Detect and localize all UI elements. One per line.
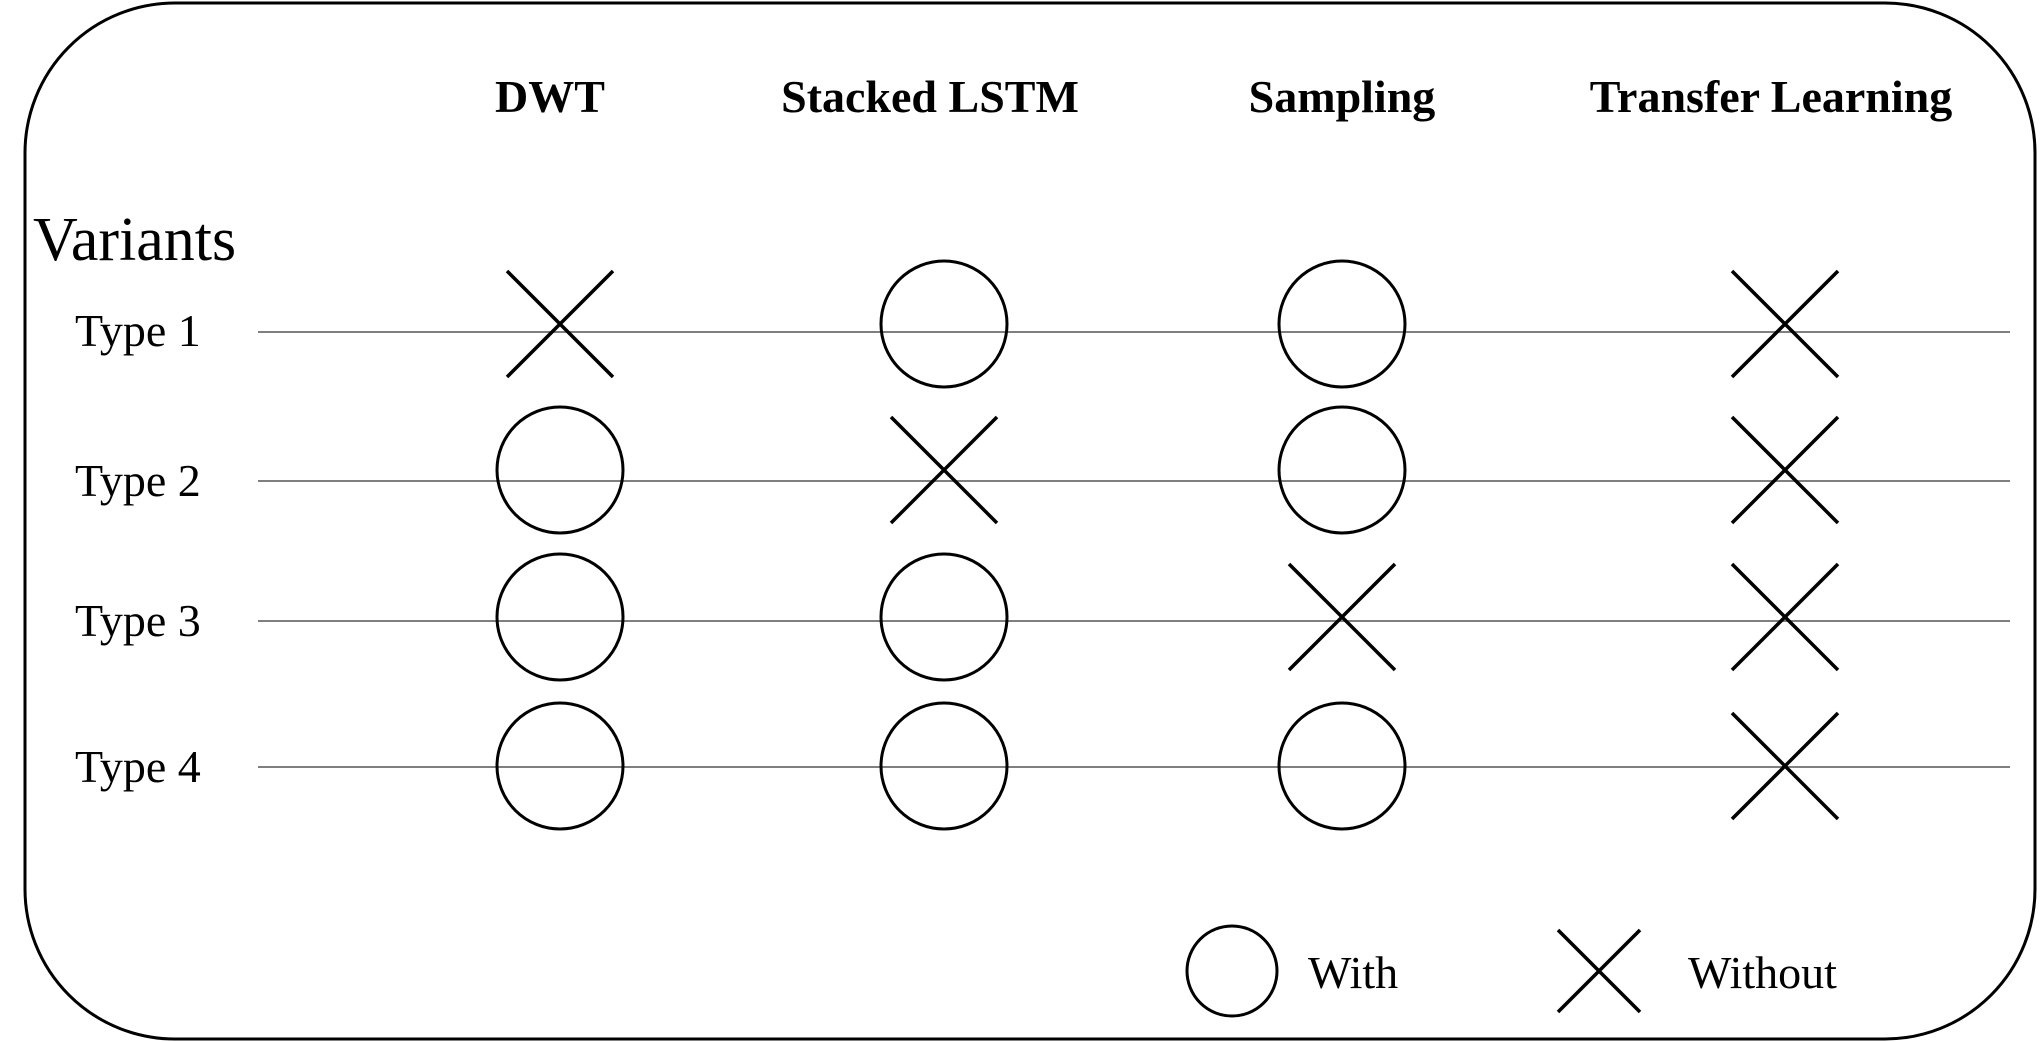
cell-2-sampling-circle-icon: [1277, 405, 1407, 535]
row-label-type-2: Type 2: [75, 455, 201, 506]
legend-circle-icon: [1185, 924, 1279, 1018]
cell-1-stacked-lstm-circle-icon: [879, 259, 1009, 389]
cell-1-transfer-learning-cross-icon: [1730, 269, 1840, 379]
legend-cross-icon: [1556, 928, 1642, 1014]
cell-3-stacked-lstm-circle-icon: [879, 552, 1009, 682]
cell-2-transfer-learning-cross-icon: [1730, 415, 1840, 525]
legend: With Without: [1185, 924, 1837, 1018]
cell-3-dwt-circle-icon: [495, 552, 625, 682]
column-headers: DWT Stacked LSTM Sampling Transfer Learn…: [495, 71, 1952, 122]
variant-row: Type 1: [75, 305, 2010, 356]
row-label-type-4: Type 4: [75, 741, 201, 792]
column-header-stacked-lstm: Stacked LSTM: [781, 71, 1079, 122]
cell-1-dwt-cross-icon: [505, 269, 615, 379]
cell-4-transfer-learning-cross-icon: [1730, 711, 1840, 821]
column-header-sampling: Sampling: [1249, 71, 1436, 122]
row-label-type-1: Type 1: [75, 305, 201, 356]
cell-4-dwt-circle-icon: [495, 701, 625, 831]
column-header-transfer-learning: Transfer Learning: [1590, 71, 1952, 122]
variant-row: Type 2: [75, 455, 2010, 506]
legend-without-label: Without: [1688, 947, 1837, 998]
cell-2-stacked-lstm-cross-icon: [889, 415, 999, 525]
row-label-type-3: Type 3: [75, 595, 201, 646]
cell-4-sampling-circle-icon: [1277, 701, 1407, 831]
cell-3-sampling-cross-icon: [1287, 562, 1397, 672]
column-header-dwt: DWT: [495, 71, 605, 122]
cell-1-sampling-circle-icon: [1277, 259, 1407, 389]
cell-2-dwt-circle-icon: [495, 405, 625, 535]
legend-with-label: With: [1308, 947, 1398, 998]
cell-3-transfer-learning-cross-icon: [1730, 562, 1840, 672]
cell-4-stacked-lstm-circle-icon: [879, 701, 1009, 831]
variant-rows: Type 1 Type 2 Type 3 Type 4: [75, 305, 2010, 792]
variant-row: Type 3: [75, 595, 2010, 646]
cell-marks: [495, 259, 1840, 831]
variant-row: Type 4: [75, 741, 2010, 792]
diagram-border: [23, 1, 2037, 1041]
diagram-title: Variants: [33, 206, 236, 274]
